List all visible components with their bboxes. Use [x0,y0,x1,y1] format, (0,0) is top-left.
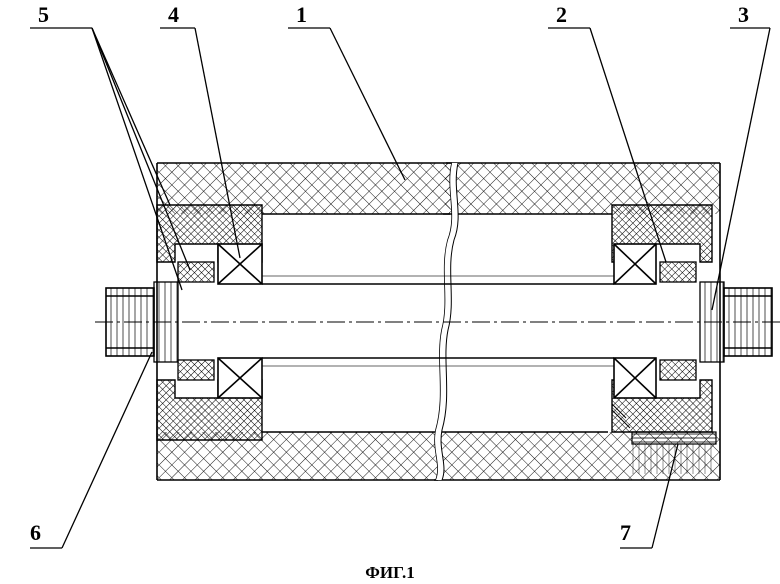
left-bearing-bottom [217,357,263,399]
left-seal-top [177,261,215,283]
right-seal-top [659,261,697,283]
fastener-screw [611,403,717,474]
label-2: 2 [556,2,567,27]
right-bearing-top [613,243,657,285]
left-seal-bottom [177,359,215,381]
leader-lines [30,27,771,549]
label-3: 3 [738,2,749,27]
shaft [95,275,780,367]
right-seal-bottom [659,359,697,381]
break-lines [434,162,459,481]
left-end-housing [156,204,263,441]
label-4: 4 [168,2,179,27]
figure-caption: ФИГ.1 [365,563,414,582]
label-6: 6 [30,520,41,545]
left-bearing-top [217,243,263,285]
right-bearing-bottom [613,357,657,399]
right-end-housing [611,204,717,474]
label-1: 1 [296,2,307,27]
label-7: 7 [620,520,631,545]
label-5: 5 [38,2,49,27]
